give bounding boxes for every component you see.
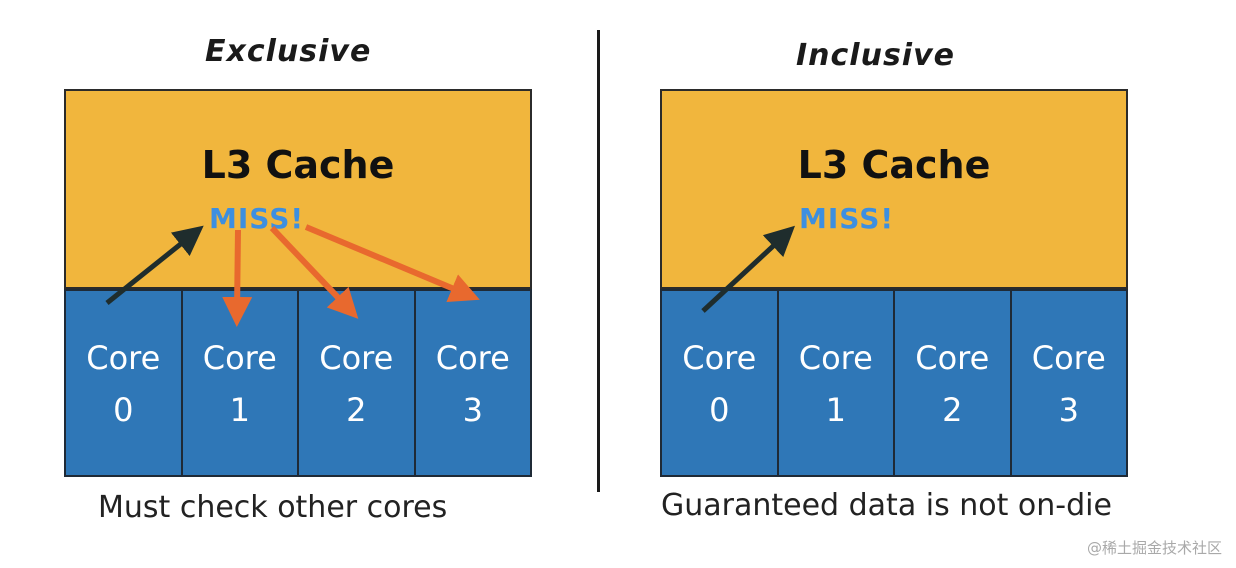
core-1: Core 1 — [776, 289, 895, 477]
l3-cache-block: L3 Cache MISS! — [64, 89, 532, 289]
inclusive-title: Inclusive — [796, 38, 955, 73]
core-label: Core — [1031, 339, 1106, 377]
panel-divider — [597, 30, 600, 492]
exclusive-title: Exclusive — [205, 34, 372, 69]
core-0: Core 0 — [660, 289, 779, 477]
core-3: Core 3 — [1009, 289, 1128, 477]
core-label: Core — [319, 339, 394, 377]
probe-arrow-core-3 — [304, 224, 480, 303]
miss-label: MISS! — [799, 202, 895, 235]
probe-arrow-core-1 — [222, 229, 253, 327]
l3-cache-label: L3 Cache — [201, 143, 395, 187]
core-3: Core 3 — [413, 289, 532, 477]
core-2: Core 2 — [297, 289, 416, 477]
l3-cache-block: L3 Cache MISS! — [660, 89, 1128, 289]
core-number: 1 — [825, 391, 846, 429]
exclusive-diagram: L3 Cache MISS! Core 0 Core 1 Core 2 Core 3 — [64, 89, 532, 477]
miss-label: MISS! — [209, 202, 305, 235]
request-arrow — [701, 225, 796, 313]
core-label: Core — [915, 339, 990, 377]
core-number: 0 — [113, 391, 134, 429]
probe-arrow-core-2 — [269, 225, 359, 319]
core-label: Core — [682, 339, 757, 377]
core-label: Core — [798, 339, 873, 377]
inclusive-caption: Guaranteed data is not on-die — [661, 488, 1112, 523]
request-arrow — [105, 225, 204, 305]
core-number: 3 — [1058, 391, 1079, 429]
core-label: Core — [202, 339, 277, 377]
core-number: 2 — [346, 391, 367, 429]
core-label: Core — [86, 339, 161, 377]
core-number: 0 — [709, 391, 730, 429]
core-number: 3 — [462, 391, 483, 429]
l3-cache-label: L3 Cache — [797, 143, 991, 187]
core-number: 1 — [229, 391, 250, 429]
core-row: Core 0 Core 1 Core 2 Core 3 — [660, 289, 1128, 477]
watermark: @稀土掘金技术社区 — [1086, 539, 1222, 557]
core-row: Core 0 Core 1 Core 2 Core 3 — [64, 289, 532, 477]
inclusive-diagram: L3 Cache MISS! Core 0 Core 1 Core 2 Core 3 — [660, 89, 1128, 477]
exclusive-caption: Must check other cores — [98, 490, 448, 525]
core-number: 2 — [942, 391, 963, 429]
core-label: Core — [435, 339, 510, 377]
